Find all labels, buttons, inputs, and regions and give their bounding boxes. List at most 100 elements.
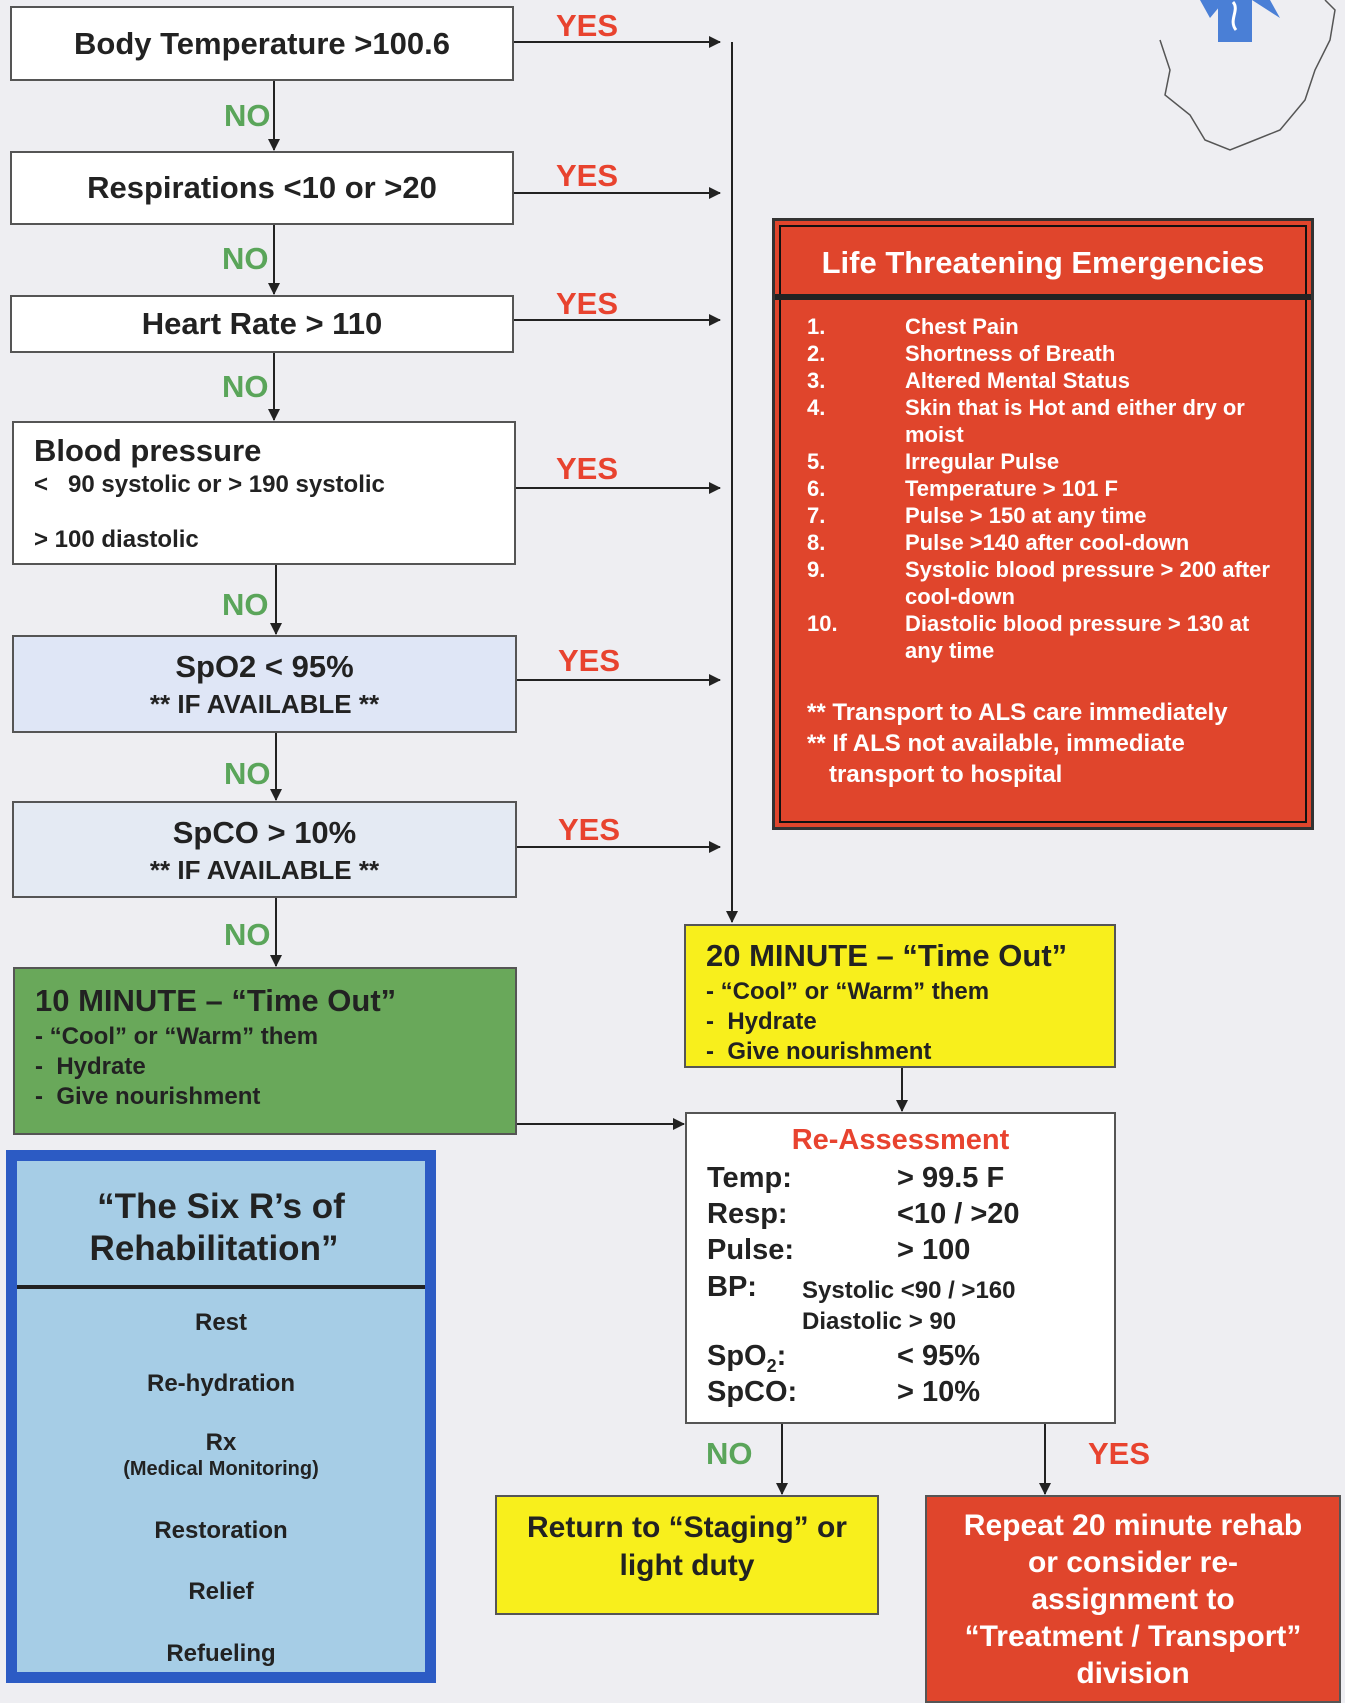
reassessment-label: SpCO: bbox=[707, 1376, 798, 1408]
yes-label: YES bbox=[1088, 1436, 1151, 1471]
six-rs-item: Rx bbox=[205, 1429, 237, 1456]
lte-title: Life Threatening Emergencies bbox=[821, 245, 1265, 280]
ten-minute-timeout-box: 10 MINUTE – “Time Out” - “Cool” or “Warm… bbox=[13, 967, 517, 1135]
check-line: > 100 diastolic bbox=[34, 526, 199, 553]
lte-divider bbox=[775, 294, 1311, 300]
lte-item-number: 3. bbox=[807, 368, 826, 393]
reassessment-value: > 10% bbox=[897, 1376, 981, 1408]
check-title: Blood pressure bbox=[34, 433, 262, 468]
check-body-temperature: Body Temperature >100.6 bbox=[10, 6, 514, 81]
six-rs-item: Refueling bbox=[166, 1640, 276, 1667]
check-title: SpO2 < 95% bbox=[175, 649, 354, 684]
lte-note: ** If ALS not available, immediate bbox=[807, 730, 1185, 757]
check-title: Heart Rate > 110 bbox=[141, 306, 383, 341]
star-of-life-logo bbox=[1159, 0, 1336, 151]
lte-item-number: 1. bbox=[807, 314, 826, 339]
twenty-minute-item: - Give nourishment bbox=[706, 1038, 932, 1065]
reassessment-title: Re-Assessment bbox=[791, 1124, 1010, 1156]
lte-item-number: 7. bbox=[807, 503, 826, 528]
return-to-staging-box: Return to “Staging” or light duty bbox=[495, 1495, 879, 1615]
reassessment-label-text: SpO bbox=[707, 1340, 767, 1372]
reassessment-value: <10 / >20 bbox=[897, 1198, 1020, 1230]
lte-item-text: Shortness of Breath bbox=[905, 341, 1116, 366]
twenty-minute-item: - Hydrate bbox=[706, 1008, 817, 1035]
lte-item-text: Chest Pain bbox=[905, 314, 1019, 339]
lte-item-text: Altered Mental Status bbox=[905, 368, 1130, 393]
lte-note: transport to hospital bbox=[829, 761, 1063, 788]
ten-minute-item: - “Cool” or “Warm” them bbox=[35, 1023, 319, 1050]
repeat-rehab-line: “Treatment / Transport” bbox=[964, 1620, 1302, 1653]
check-spo2: SpO2 < 95% ** IF AVAILABLE ** bbox=[12, 635, 517, 733]
six-rs-divider bbox=[17, 1285, 425, 1289]
reassessment-value: Systolic <90 / >160 bbox=[802, 1277, 1016, 1304]
check-respirations: Respirations <10 or >20 bbox=[10, 151, 514, 225]
check-blood-pressure: Blood pressure < 90 systolic or > 190 sy… bbox=[12, 421, 516, 565]
lte-item-text: Systolic blood pressure > 200 after cool… bbox=[905, 557, 1270, 609]
yes-label: YES bbox=[556, 8, 619, 43]
reassessment-label-sub: 2 bbox=[766, 1355, 777, 1376]
yes-label: YES bbox=[556, 451, 619, 486]
twenty-minute-item: - “Cool” or “Warm” them bbox=[706, 978, 990, 1005]
life-threatening-emergencies-box: Life Threatening Emergencies 1. Chest Pa… bbox=[772, 218, 1314, 830]
lte-item-number: 9. bbox=[807, 557, 826, 582]
reassessment-label: Resp: bbox=[707, 1198, 788, 1230]
reassessment-label: BP: bbox=[707, 1271, 757, 1303]
six-rs-item: Restoration bbox=[154, 1517, 288, 1544]
star-of-life-icon bbox=[1200, 0, 1280, 42]
reassessment-value: < 95% bbox=[897, 1340, 981, 1372]
check-heart-rate: Heart Rate > 110 bbox=[10, 295, 514, 353]
yes-label: YES bbox=[556, 286, 619, 321]
check-title: Body Temperature >100.6 bbox=[74, 26, 450, 61]
reassessment-value: Diastolic > 90 bbox=[802, 1308, 957, 1335]
repeat-rehab-line: division bbox=[1076, 1657, 1190, 1690]
reassessment-label: SpO2: bbox=[707, 1340, 786, 1377]
no-label: NO bbox=[224, 917, 271, 952]
reassessment-value: > 100 bbox=[897, 1234, 971, 1266]
six-rs-item-sub: (Medical Monitoring) bbox=[123, 1458, 319, 1480]
lte-item-number: 6. bbox=[807, 476, 826, 501]
repeat-rehab-box: Repeat 20 minute rehab or consider re- a… bbox=[925, 1495, 1341, 1703]
state-map-outline-icon bbox=[1159, 0, 1336, 151]
repeat-rehab-line: or consider re- bbox=[1027, 1546, 1239, 1579]
yes-label: YES bbox=[556, 158, 619, 193]
ten-minute-item: - Give nourishment bbox=[35, 1083, 261, 1110]
reassessment-box: Re-Assessment Temp: > 99.5 F Resp: <10 /… bbox=[685, 1112, 1116, 1424]
yes-label: YES bbox=[558, 812, 621, 847]
repeat-rehab-line: assignment to bbox=[1031, 1583, 1235, 1616]
lte-item-text: Pulse > 150 at any time bbox=[905, 503, 1147, 528]
no-label: NO bbox=[224, 756, 271, 791]
lte-item-number: 4. bbox=[807, 395, 826, 420]
return-to-staging-line: Return to “Staging” or bbox=[527, 1511, 847, 1544]
six-rs-box: “The Six R’s of Rehabilitation” Rest Re-… bbox=[6, 1150, 436, 1683]
check-spco: SpCO > 10% ** IF AVAILABLE ** bbox=[12, 801, 517, 898]
lte-item-text: Irregular Pulse bbox=[905, 449, 1060, 474]
six-rs-title: “The Six R’s of bbox=[97, 1187, 345, 1226]
reassessment-label-end: : bbox=[776, 1340, 787, 1372]
yes-label: YES bbox=[558, 643, 621, 678]
lte-item-number: 2. bbox=[807, 341, 826, 366]
return-to-staging-line: light duty bbox=[619, 1549, 755, 1582]
check-subtitle: ** IF AVAILABLE ** bbox=[149, 689, 380, 719]
repeat-rehab-line: Repeat 20 minute rehab bbox=[963, 1509, 1303, 1542]
no-label: NO bbox=[222, 587, 269, 622]
lte-item-number: 5. bbox=[807, 449, 826, 474]
check-subtitle: ** IF AVAILABLE ** bbox=[149, 855, 380, 885]
check-title: Respirations <10 or >20 bbox=[87, 170, 437, 205]
lte-item-text: Pulse >140 after cool-down bbox=[905, 530, 1190, 555]
ten-minute-item: - Hydrate bbox=[35, 1053, 146, 1080]
lte-item-number: 8. bbox=[807, 530, 826, 555]
lte-item-text: Diastolic blood pressure > 130 at any ti… bbox=[905, 611, 1250, 663]
six-rs-item: Re-hydration bbox=[146, 1370, 295, 1397]
no-label: NO bbox=[222, 241, 269, 276]
twenty-minute-title: 20 MINUTE – “Time Out” bbox=[706, 938, 1068, 973]
reassessment-value: > 99.5 F bbox=[897, 1162, 1005, 1194]
six-rs-item: Relief bbox=[188, 1578, 254, 1605]
lte-note: ** Transport to ALS care immediately bbox=[807, 699, 1228, 726]
ten-minute-title: 10 MINUTE – “Time Out” bbox=[35, 983, 397, 1018]
lte-item-text: Skin that is Hot and either dry or moist bbox=[905, 395, 1245, 447]
twenty-minute-timeout-box: 20 MINUTE – “Time Out” - “Cool” or “Warm… bbox=[684, 924, 1116, 1068]
reassessment-label: Temp: bbox=[707, 1162, 792, 1194]
no-label: NO bbox=[224, 98, 271, 133]
lte-item-text: Temperature > 101 F bbox=[905, 476, 1118, 501]
